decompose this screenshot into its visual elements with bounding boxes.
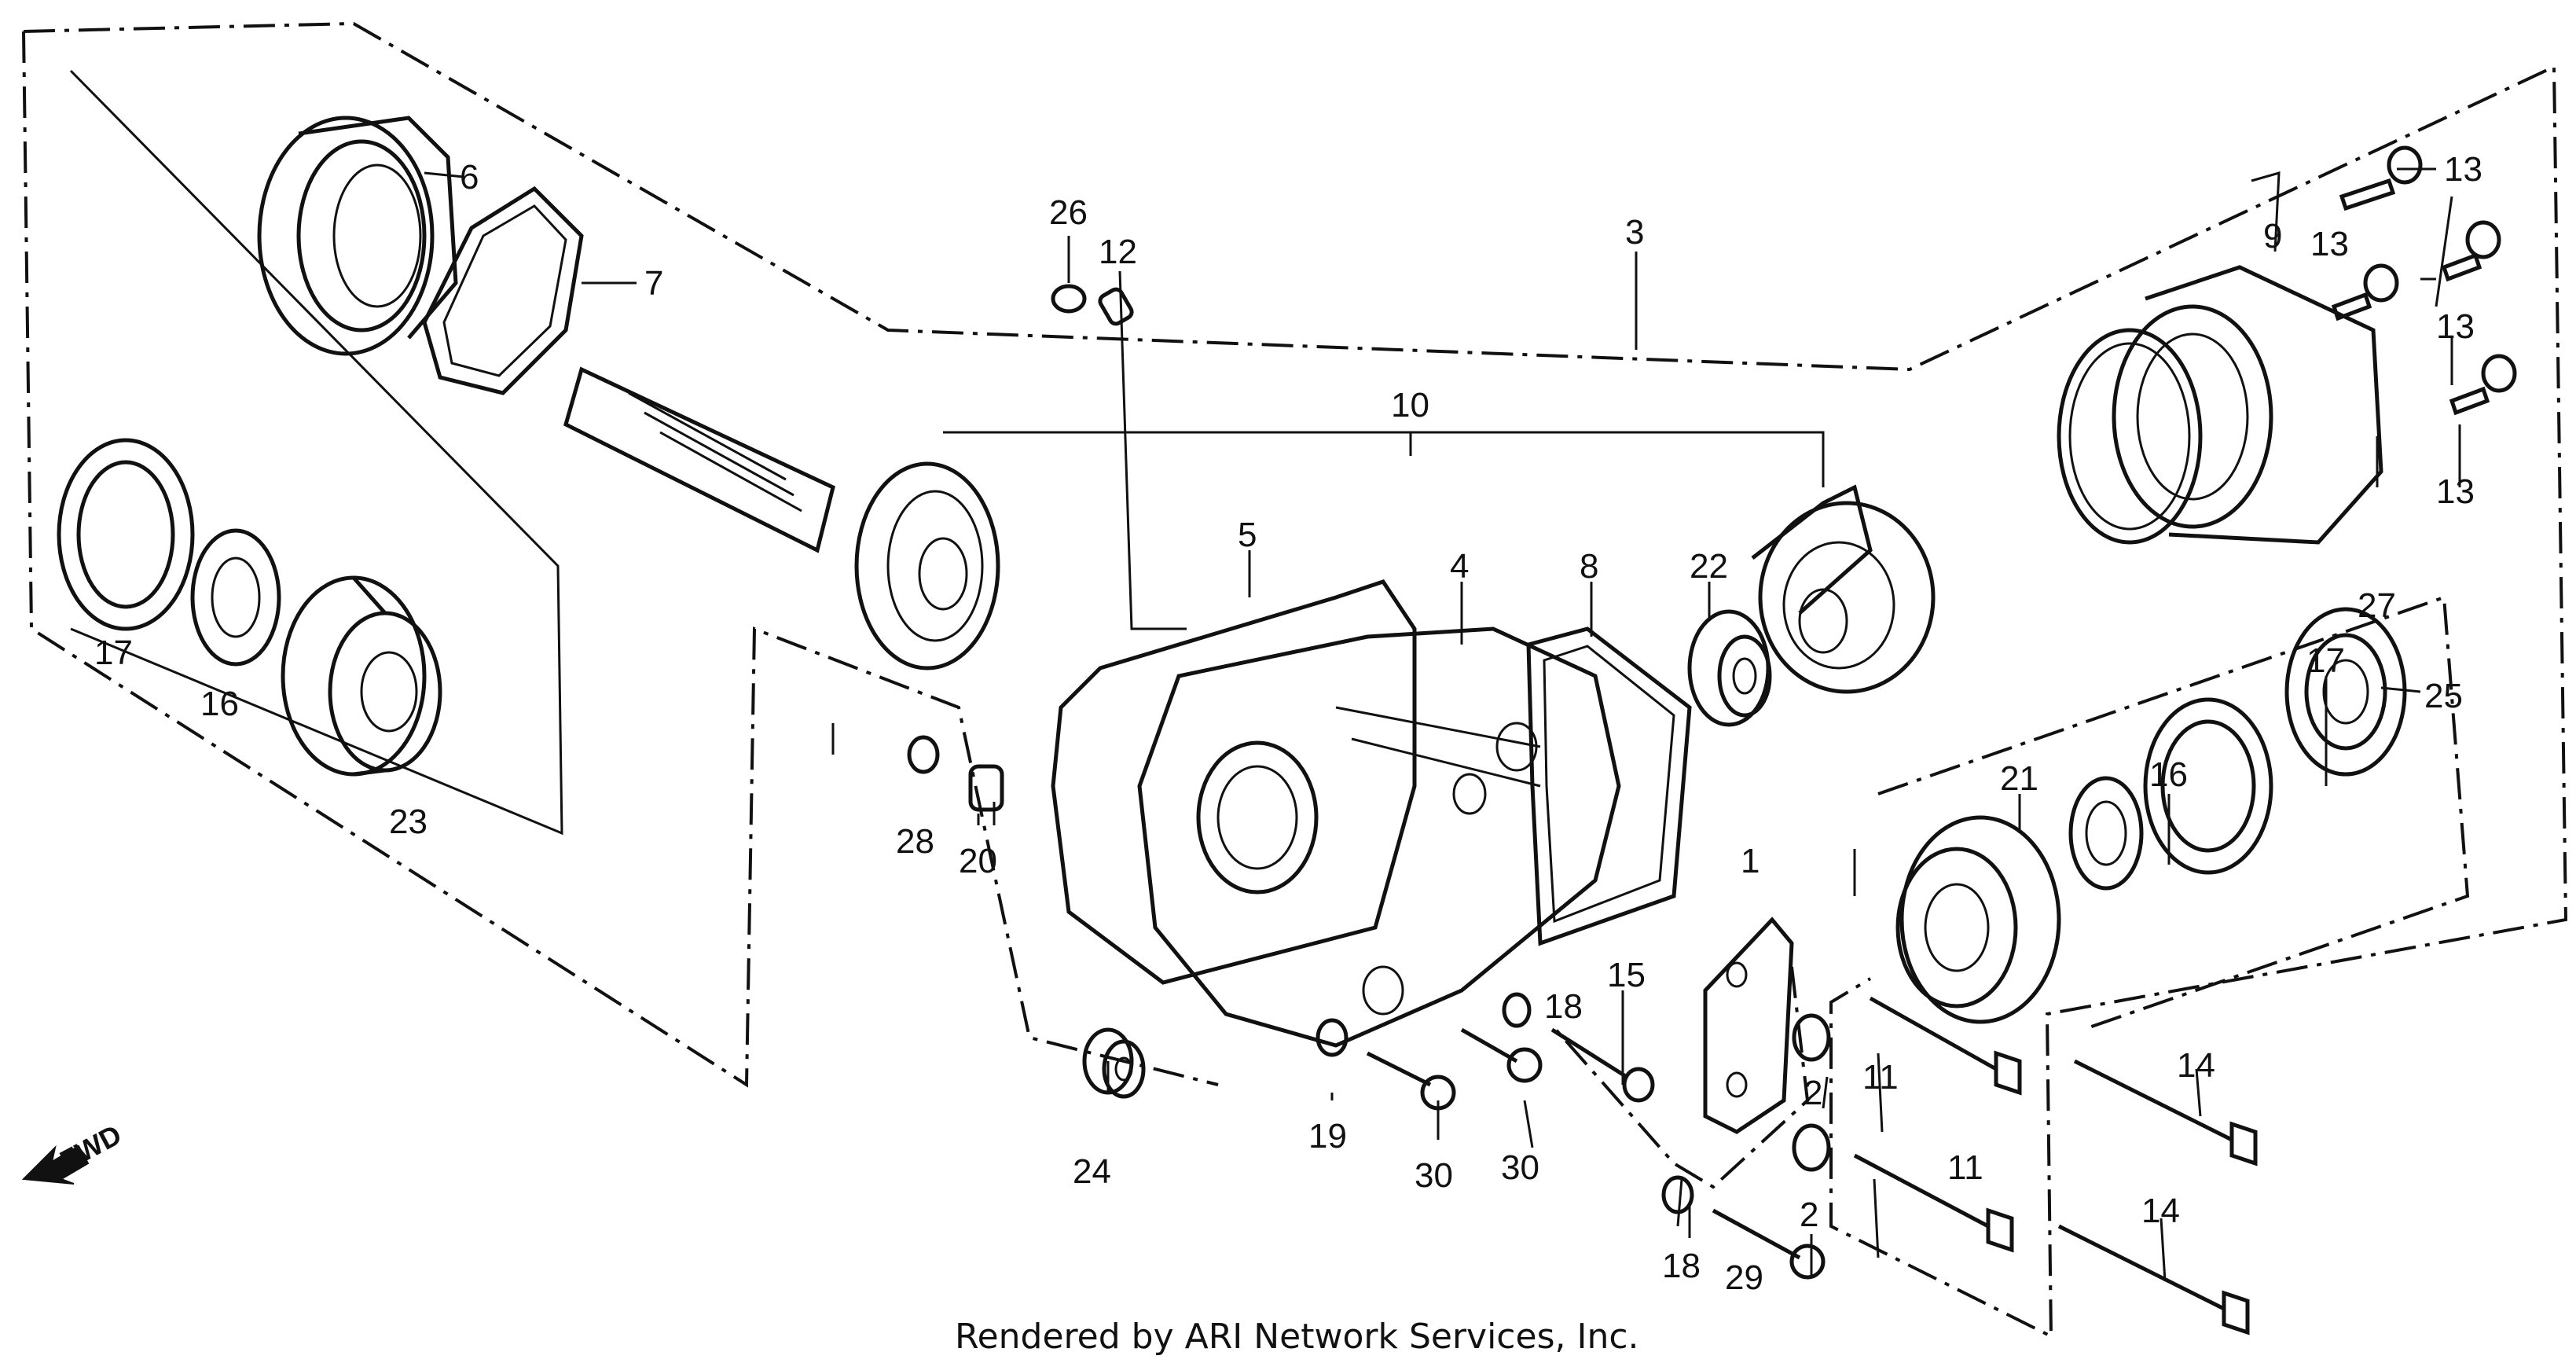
callout-30-b: 30	[1501, 1148, 1539, 1187]
outline-right-panel	[1877, 595, 2470, 1031]
callout-1: 1	[1741, 842, 1760, 880]
footer-credit: Rendered by ARI Network Services, Inc.	[955, 1317, 1639, 1357]
callout-16-left: 16	[200, 685, 239, 723]
callout-8: 8	[1580, 547, 1598, 586]
callout-23: 23	[389, 803, 427, 841]
callout-20: 20	[959, 842, 997, 880]
callout-6: 6	[460, 158, 479, 197]
callout-4: 4	[1450, 547, 1469, 586]
part-13-bolts	[2331, 145, 2517, 416]
part-1-bracket	[1703, 917, 1794, 1134]
callout-26: 26	[1049, 193, 1088, 232]
part-8-gasket	[1526, 626, 1692, 946]
callout-21: 21	[2000, 759, 2038, 798]
part-10-pinion-shaft	[563, 366, 1936, 694]
callout-12: 12	[1099, 233, 1137, 271]
part-11-bolts	[1853, 996, 2022, 1253]
callout-9: 9	[2263, 217, 2282, 255]
callout-17-left: 17	[94, 634, 133, 672]
callout-labels: 6 7 26 12 3 9 13 13 13 13 10 17 16 23 5 …	[55, 150, 2482, 1357]
part-4-gear-case	[1137, 626, 1621, 1048]
part-22-bearing	[1687, 609, 1772, 727]
callout-17-right: 17	[2306, 641, 2345, 680]
part-26-12-small	[1051, 284, 1134, 326]
part-21-bearing-right	[1895, 815, 2061, 1024]
callout-10: 10	[1391, 386, 1429, 424]
callout-5: 5	[1238, 516, 1257, 554]
callout-7: 7	[644, 264, 663, 303]
part-6-bearing-holder	[257, 116, 458, 356]
leader-lines	[424, 167, 2461, 1282]
part-23-bearing-left	[281, 575, 442, 777]
parts	[21, 116, 2517, 1335]
callout-13-c: 13	[2436, 307, 2475, 346]
part-29-bolt	[1712, 1208, 1826, 1280]
part-2-washers	[1792, 1013, 1831, 1172]
callout-18-b: 18	[1662, 1247, 1701, 1285]
callout-13-a: 13	[2444, 150, 2482, 189]
callout-25: 25	[2424, 677, 2463, 715]
callout-11-a: 11	[1862, 1058, 1899, 1097]
part-18-washers	[1502, 992, 1694, 1214]
callout-27: 27	[2358, 586, 2396, 625]
callout-13-d: 13	[2436, 472, 2475, 511]
part-16-lock-nut-right	[2068, 776, 2144, 891]
callout-2-a: 2	[1804, 1074, 1822, 1112]
outline-left-panel	[69, 69, 563, 836]
callout-16-right: 16	[2149, 755, 2188, 794]
outline-right-lower	[1554, 966, 1810, 1189]
part-15-stud	[1550, 1027, 1655, 1103]
callout-24: 24	[1073, 1152, 1111, 1191]
fwd-arrow-icon	[21, 1144, 90, 1185]
callout-22: 22	[1690, 547, 1728, 586]
group-outlines	[22, 21, 2568, 1339]
part-30-bolts	[1366, 1027, 1543, 1111]
callout-19: 19	[1308, 1117, 1347, 1155]
part-25-oil-seal-right	[2284, 607, 2407, 777]
part-9-bearing-holder-right	[2112, 265, 2383, 545]
callout-14-b: 14	[2141, 1192, 2180, 1230]
callout-28: 28	[896, 822, 934, 861]
callout-30-a: 30	[1415, 1156, 1453, 1195]
callout-29: 29	[1725, 1258, 1763, 1297]
part-27-o-ring	[2057, 328, 2203, 545]
callout-15: 15	[1607, 956, 1646, 994]
callout-3: 3	[1625, 213, 1644, 252]
part-17-oil-seal-left	[57, 438, 195, 631]
callout-14-a: 14	[2177, 1046, 2215, 1085]
fwd-label: FWD	[55, 1118, 127, 1177]
callout-13-b: 13	[2310, 225, 2349, 263]
part-19-washer	[1316, 1018, 1349, 1057]
part-24-bearing-small	[1082, 1027, 1146, 1099]
part-17-oil-seal-right	[2143, 697, 2273, 875]
part-14-bolts	[2057, 1059, 2258, 1335]
part-7-gasket	[422, 186, 584, 395]
callout-2-b: 2	[1800, 1196, 1818, 1234]
callout-18-a: 18	[1544, 987, 1583, 1026]
part-16-lock-nut-left	[190, 528, 281, 667]
callout-11-b: 11	[1947, 1148, 1983, 1187]
outline-left-group	[22, 21, 2568, 1339]
part-28-20-small	[907, 735, 1004, 812]
part-5-gasket	[1051, 579, 1417, 985]
